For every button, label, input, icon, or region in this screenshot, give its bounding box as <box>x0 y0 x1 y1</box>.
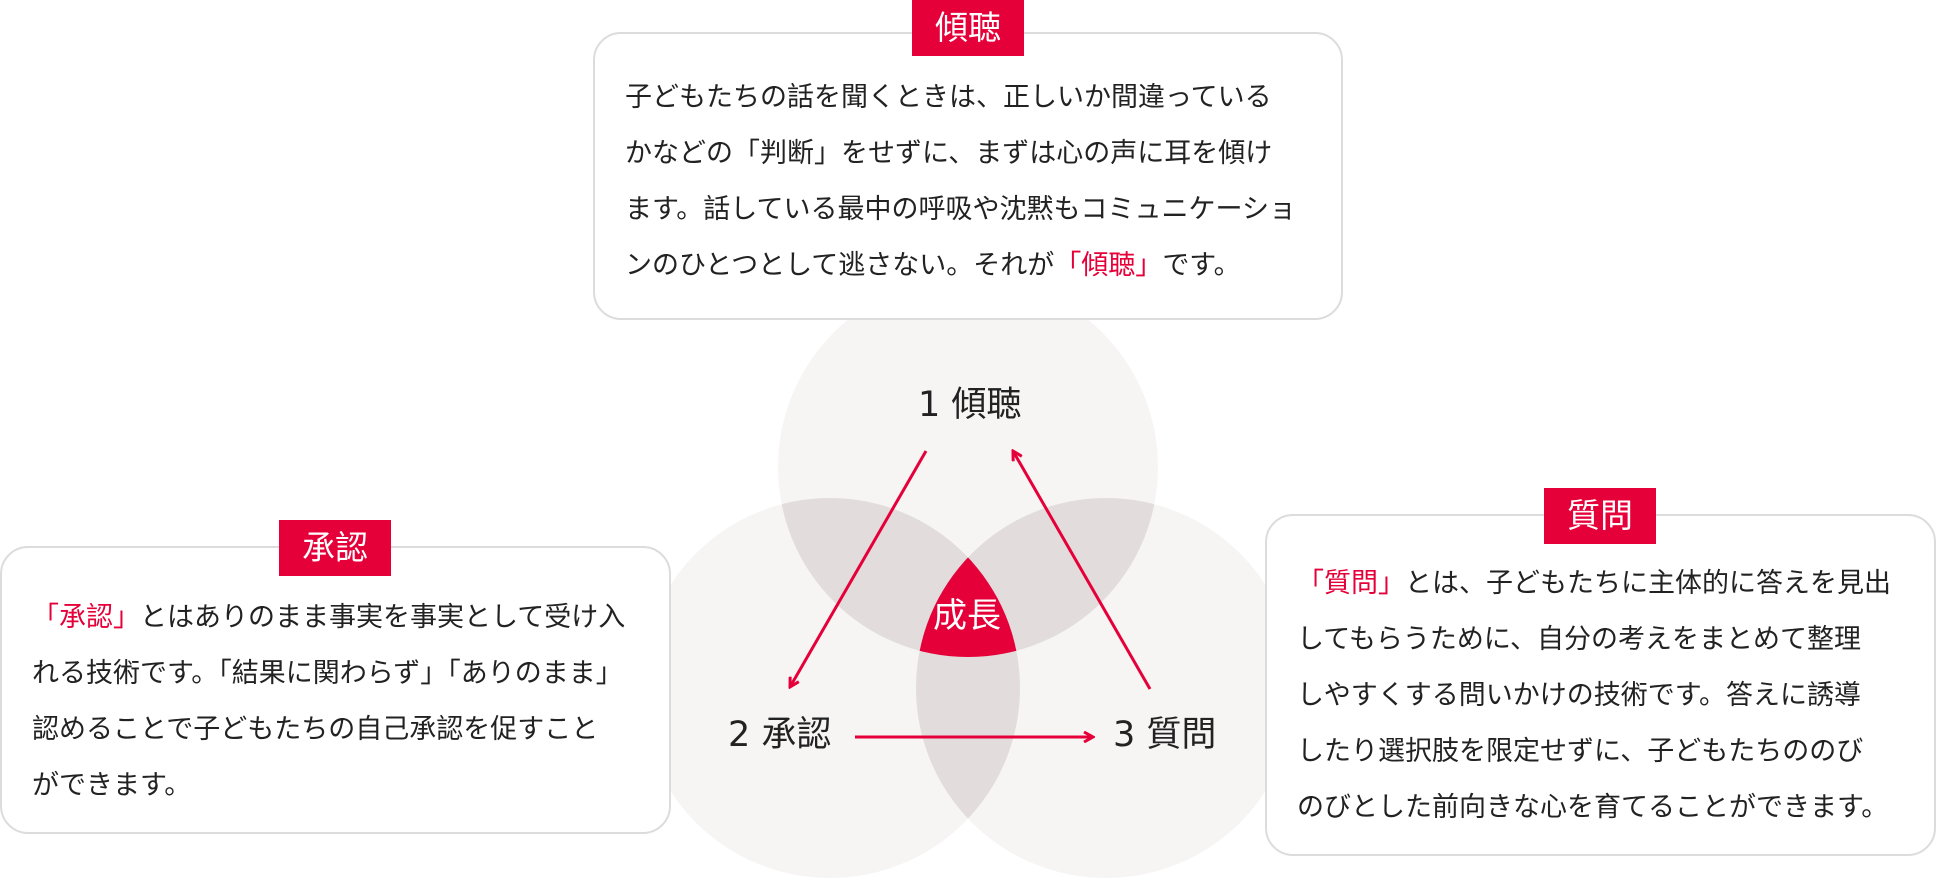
question-text-line: したり選択肢を限定せずに、子どもたちののび <box>1297 736 1864 767</box>
accept-highlight: 「承認」 <box>32 602 140 633</box>
listen-text-pre: ンのひとつとして逃さない。それが <box>625 250 1055 281</box>
accept-text-line: れる技術です。「結果に関わらず」「ありのまま」 <box>32 658 623 689</box>
listen-tag: 傾聴 <box>912 0 1024 56</box>
listen-text-line: 子どもたちの話を聞くときは、正しいか間違っている <box>625 82 1272 113</box>
listen-text-line-last: ンのひとつとして逃さない。それが「傾聴」です。 <box>625 238 1311 294</box>
question-text-line: しやすくする問いかけの技術です。答えに誘導 <box>1297 680 1862 711</box>
listen-text-line: かなどの「判断」をせずに、まずは心の声に耳を傾け <box>625 138 1273 169</box>
accept-text-line-first: 「承認」とはありのまま事実を事実として受け入 <box>32 590 639 646</box>
question-text-post: とは、子どもたちに主体的に答えを見出 <box>1405 568 1891 599</box>
node-label-listen: 1 傾聴 <box>918 385 1022 425</box>
question-highlight: 「質問」 <box>1297 568 1405 599</box>
accept-text-post: とはありのまま事実を事実として受け入 <box>140 602 626 633</box>
accept-description-box: 「承認」とはありのまま事実を事実として受け入 れる技術です。「結果に関わらず」「… <box>0 546 671 834</box>
center-label-growth: 成長 <box>933 596 1001 636</box>
listen-description-box: 子どもたちの話を聞くときは、正しいか間違っている かなどの「判断」をせずに、まず… <box>593 32 1343 320</box>
accept-text-line: ができます。 <box>32 770 192 801</box>
arrow-listen-to-accept <box>790 450 928 687</box>
arrow-question-to-listen <box>1013 451 1152 690</box>
listen-highlight: 「傾聴」 <box>1054 250 1163 281</box>
question-description-box: 「質問」とは、子どもたちに主体的に答えを見出 してもらうために、自分の考えをまと… <box>1265 514 1936 856</box>
overlap-listen-accept <box>778 498 1020 657</box>
question-tag: 質問 <box>1544 488 1656 544</box>
question-text-line-first: 「質問」とは、子どもたちに主体的に答えを見出 <box>1297 556 1904 612</box>
accept-tag: 承認 <box>279 520 391 576</box>
accept-text-line: 認めることで子どもたちの自己承認を促すこと <box>32 714 599 745</box>
listen-text-line: ます。話している最中の呼吸や沈黙もコミュニケーショ <box>625 194 1296 225</box>
overlap-listen-question <box>916 498 1158 657</box>
question-text-line: のびとした前向きな心を育てることができます。 <box>1297 792 1889 823</box>
node-label-accept: 2 承認 <box>728 715 832 755</box>
listen-text-post: です。 <box>1162 250 1241 281</box>
question-text-line: してもらうために、自分の考えをまとめて整理 <box>1297 624 1862 655</box>
node-label-question: 3 質問 <box>1113 715 1217 755</box>
